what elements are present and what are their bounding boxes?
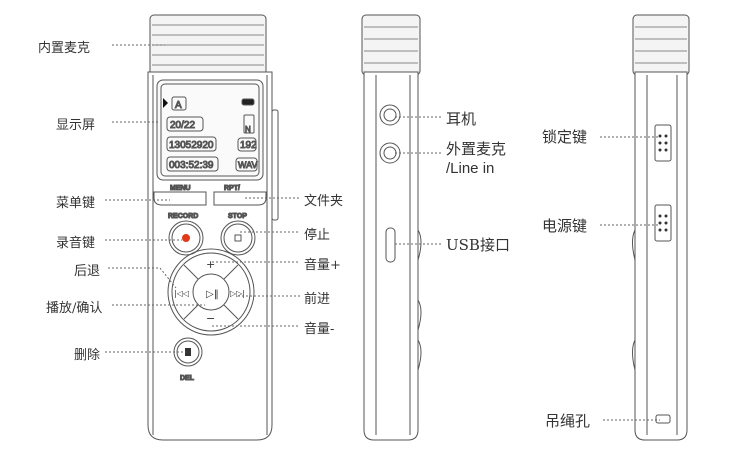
label-lanyard: 吊绳孔 [545, 412, 591, 430]
side-buttons [271, 109, 279, 221]
rewind-icon: |◁◁ [174, 289, 189, 298]
back-view [600, 14, 690, 441]
power-switch[interactable] [654, 204, 672, 242]
lcd-bitrate: 192 [240, 140, 257, 151]
label-folder: 文件夹 [304, 194, 344, 209]
label-play-confirm: 播放/确认 [46, 301, 103, 316]
label-mic: 内置麦克 [38, 41, 91, 56]
usb-port[interactable] [385, 227, 396, 263]
label-line-in: /Line in [446, 160, 495, 177]
lcd-time: 003:52:39 [169, 160, 214, 171]
trash-icon [185, 348, 191, 356]
label-record-key: 录音键 [56, 236, 96, 251]
label-vol-up: 音量+ [304, 258, 341, 273]
front-view: A 20/22 13052920 003:52:39 N 192 WAV MEN… [105, 14, 300, 441]
label-forward: 前进 [304, 292, 331, 307]
screen [156, 79, 264, 181]
stop-label: STOP [228, 213, 247, 220]
lcd-date: 13052920 [169, 140, 214, 151]
side-view [361, 14, 442, 441]
label-lock: 锁定键 [542, 128, 588, 146]
lanyard-hole [655, 414, 671, 424]
label-vol-down: 音量- [304, 322, 335, 337]
play-pause-button[interactable] [192, 273, 230, 311]
menu-button[interactable] [153, 191, 207, 206]
menu-label: MENU [170, 185, 191, 192]
dpad[interactable] [167, 248, 255, 336]
record-dot-icon [182, 234, 190, 242]
lcd-folder: N [245, 125, 251, 134]
back-mic-grille [632, 14, 690, 76]
record-button[interactable] [168, 220, 204, 256]
minus-icon: − [206, 312, 215, 325]
plus-icon: + [206, 258, 215, 271]
label-menu-key: 菜单键 [56, 196, 96, 211]
label-back: 后退 [74, 264, 101, 279]
battery-icon [241, 98, 255, 106]
record-label: RECORD [168, 213, 198, 220]
lock-switch[interactable] [654, 124, 672, 162]
label-delete: 删除 [74, 348, 101, 363]
side-mic-grille [361, 14, 421, 76]
label-stop: 停止 [304, 228, 331, 243]
forward-icon: ▷▷| [230, 289, 245, 298]
lcd-track: 20/22 [170, 120, 195, 131]
label-usb: USB接口 [446, 236, 510, 254]
stop-button[interactable] [220, 220, 256, 256]
label-ext-mic: 外置麦克 [446, 140, 507, 158]
label-power: 电源键 [542, 217, 588, 235]
rpt-label: RPT/ [224, 185, 240, 192]
label-earphone: 耳机 [446, 110, 477, 128]
stop-icon [234, 234, 242, 242]
label-screen: 显示屏 [56, 118, 96, 133]
lcd-mode: A [175, 100, 182, 111]
lcd-format: WAV [238, 160, 258, 170]
del-label: DEL [180, 375, 195, 382]
play-pause-icon: ▷‖ [206, 289, 219, 300]
earphone-jack[interactable] [379, 104, 401, 126]
